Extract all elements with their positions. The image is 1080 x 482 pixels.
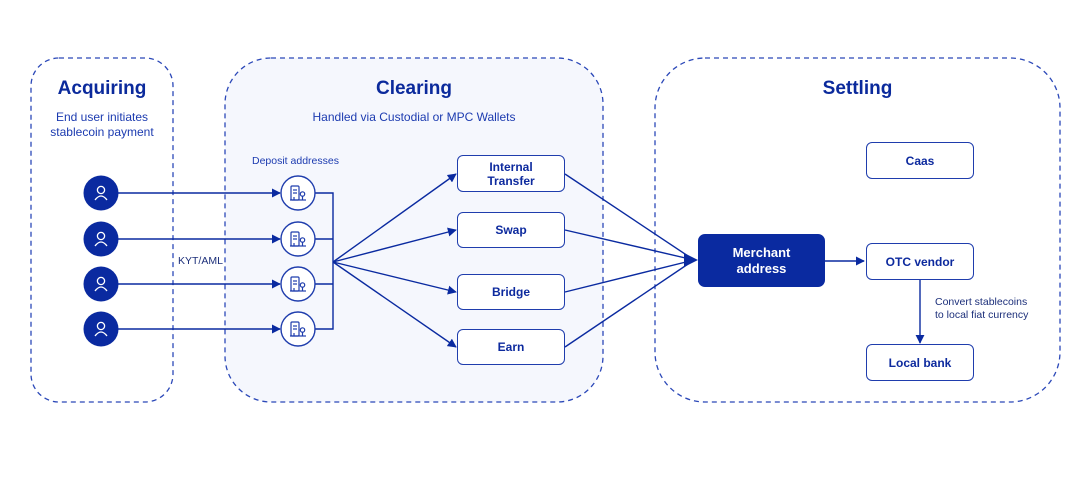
acquiring-subtitle-line1: End user initiates [55, 110, 149, 124]
acquiring-subtitle: End user initiates stablecoin payment [31, 110, 173, 140]
user-avatar [83, 266, 119, 302]
fan-arrow-swap [332, 227, 457, 263]
acquiring-title: Acquiring [57, 78, 147, 99]
fan-arrow-internal [332, 173, 457, 263]
settling-section [654, 57, 1061, 403]
user-icon [94, 185, 108, 201]
bridge-node: Bridge [457, 274, 565, 310]
merge-line-bridge [564, 259, 695, 293]
deposit-address [280, 311, 316, 347]
clearing-section [224, 57, 604, 403]
merge-line-internal [564, 173, 695, 261]
deposit-address [280, 175, 316, 211]
merchant-address-node: Merchant address [698, 234, 825, 287]
convert-note-line2: to local fiat currency [935, 309, 1029, 321]
deposit-addresses [280, 175, 316, 347]
caas-node: Caas [866, 142, 974, 179]
internal-transfer-line2: Transfer [487, 173, 535, 188]
building-icon [290, 321, 306, 337]
merge-line-swap [564, 229, 695, 261]
local-bank-node: Local bank [866, 344, 974, 381]
convert-note: Convert stablecoins to local fiat curren… [935, 296, 1028, 322]
convert-note-line1: Convert stablecoins [935, 296, 1028, 308]
user-icon [94, 276, 108, 292]
swap-node: Swap [457, 212, 565, 248]
user-avatar [83, 311, 119, 347]
earn-node: Earn [457, 329, 565, 365]
caas-label: Caas [905, 153, 935, 168]
user-icon [94, 231, 108, 247]
bridge-label: Bridge [491, 285, 530, 299]
user-avatar [83, 175, 119, 211]
earn-label: Earn [497, 340, 525, 354]
building-icon [290, 276, 306, 292]
deposit-bus [315, 192, 334, 330]
building-icon [290, 185, 306, 201]
building-icon [290, 231, 306, 247]
merchant-arrowhead [684, 253, 698, 267]
fan-arrow-bridge [332, 261, 457, 295]
deposit-addresses-label: Deposit addresses [252, 155, 339, 167]
user-avatar [83, 221, 119, 257]
deposit-address [280, 221, 316, 257]
acquiring-section [30, 57, 174, 403]
clearing-title: Clearing [375, 78, 453, 99]
user-icon [94, 321, 108, 337]
otc-vendor-node: OTC vendor [866, 243, 974, 280]
deposit-address [280, 266, 316, 302]
swap-label: Swap [495, 223, 527, 237]
internal-transfer-node: Internal Transfer [457, 155, 565, 192]
merchant-line1: Merchant [732, 244, 791, 260]
acquiring-subtitle-line2: stablecoin payment [50, 125, 154, 139]
clearing-subtitle: Handled via Custodial or MPC Wallets [312, 110, 516, 124]
kyt-aml-label: KYT/AML [178, 255, 223, 267]
internal-transfer-line1: Internal [489, 159, 533, 174]
local-bank-label: Local bank [888, 355, 952, 370]
settling-title: Settling [822, 78, 893, 99]
user-avatars [83, 175, 119, 347]
merchant-line2: address [736, 260, 787, 276]
fan-arrow-earn [332, 261, 457, 348]
merge-line-earn [564, 259, 695, 348]
otc-vendor-label: OTC vendor [885, 254, 955, 269]
